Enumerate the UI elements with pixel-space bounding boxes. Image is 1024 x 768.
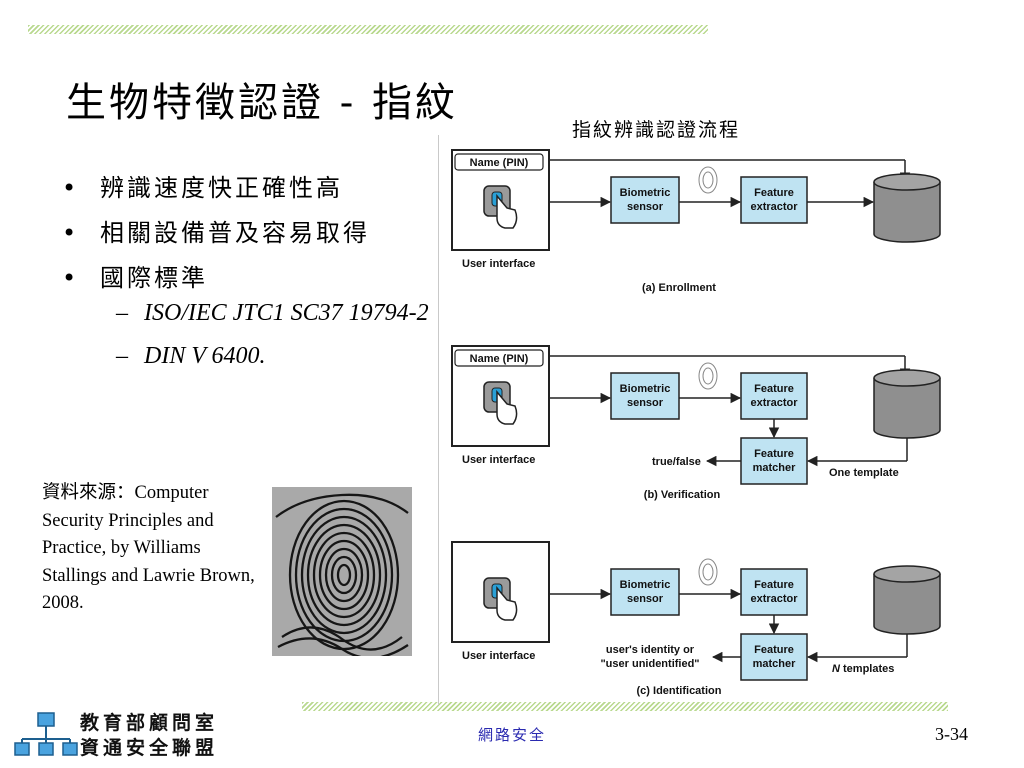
bullet-item: •辨識速度快正確性高 [62,168,370,213]
svg-text:Biometric: Biometric [620,383,671,395]
identification-panel: User interface Biometric sensor Feature … [452,542,940,697]
svg-text:Feature: Feature [754,644,794,656]
svg-text:matcher: matcher [753,462,797,474]
source-citation: 資料來源：Computer Security Principles and Pr… [42,480,257,618]
bullet-dot: • [62,219,100,247]
authentication-flow-diagram: Name (PIN) User interface Biometric sens… [445,140,955,702]
svg-text:Feature: Feature [754,448,794,460]
bullet-dot: • [62,264,100,292]
name-pin-label: Name (PIN) [470,353,529,365]
svg-text:extractor: extractor [750,593,798,605]
true-false-label: true/false [652,456,701,468]
footer-title: 網路安全 [0,724,1024,745]
database-icon [874,370,940,438]
divider-line [438,135,439,705]
feature-extractor-box [741,373,807,419]
one-template-label: One template [829,467,899,479]
diagram-caption: 指紋辨識認證流程 [572,115,740,142]
svg-text:Biometric: Biometric [620,187,671,199]
user-interface-label: User interface [462,258,535,270]
bullet-dot: • [62,174,100,202]
fingerprint-small-icon [699,559,717,585]
n-templates-label: N templates [832,663,894,675]
identity-label-line2: "user unidentified" [600,658,699,670]
svg-text:Feature: Feature [754,187,794,199]
svg-text:sensor: sensor [627,593,664,605]
sub-bullet-item: –DIN V 6400. [116,343,429,386]
svg-text:Feature: Feature [754,383,794,395]
fingerprint-small-icon [699,363,717,389]
feature-extractor-box [741,569,807,615]
sub-bullet-list: –ISO/IEC JTC1 SC37 19794-2 –DIN V 6400. [116,300,429,386]
svg-text:matcher: matcher [753,658,797,670]
top-hatch-bar [28,25,708,34]
sub-bullet-item: –ISO/IEC JTC1 SC37 19794-2 [116,300,429,343]
feature-matcher-box [741,634,807,680]
slide-title: 生物特徵認證 - 指紋 [66,70,458,128]
page-number: 3-34 [935,724,968,745]
biometric-sensor-box [611,569,679,615]
feature-extractor-box [741,177,807,223]
fingerprint-small-icon [699,167,717,193]
bullet-item: •相關設備普及容易取得 [62,213,370,258]
verification-label: (b) Verification [644,489,721,501]
bullet-item: •國際標準 [62,258,370,303]
svg-text:sensor: sensor [627,397,664,409]
biometric-sensor-box [611,177,679,223]
user-interface-label: User interface [462,650,535,662]
fingerprint-icon [272,487,412,656]
database-icon [874,566,940,634]
feature-matcher-box [741,438,807,484]
verification-panel: Name (PIN) User interface Biometric sens… [452,346,940,501]
identity-label-line1: user's identity or [606,644,695,656]
svg-text:Feature: Feature [754,579,794,591]
enrollment-panel: Name (PIN) User interface Biometric sens… [452,150,940,294]
user-interface-label: User interface [462,454,535,466]
database-icon [874,174,940,242]
fingerprint-image [272,487,412,656]
svg-text:sensor: sensor [627,201,664,213]
svg-text:extractor: extractor [750,397,798,409]
svg-text:Biometric: Biometric [620,579,671,591]
svg-text:extractor: extractor [750,201,798,213]
biometric-sensor-box [611,373,679,419]
name-pin-label: Name (PIN) [470,157,529,169]
enrollment-label: (a) Enrollment [642,282,716,294]
bullet-list: •辨識速度快正確性高 •相關設備普及容易取得 •國際標準 [62,168,370,303]
bottom-hatch-bar [302,702,948,711]
identification-label: (c) Identification [637,685,722,697]
